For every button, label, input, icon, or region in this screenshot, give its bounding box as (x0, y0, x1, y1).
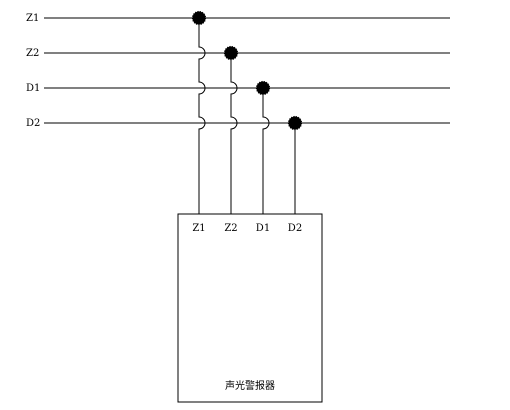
bus-label-z1: Z1 (26, 13, 39, 24)
junction-dot-z1 (191, 10, 207, 26)
junction-dot-z2 (223, 45, 239, 61)
bus-label-z2: Z2 (26, 48, 39, 59)
drop-wire-z1 (198, 18, 206, 214)
alarm-device-box (177, 213, 323, 403)
junction-dot-d1 (255, 80, 271, 96)
drop-wire-d1 (262, 88, 270, 214)
terminal-label-d1: D1 (256, 223, 270, 234)
junction-dot-d2 (287, 115, 303, 131)
terminal-label-z1: Z1 (192, 223, 205, 234)
drop-wire-z2 (230, 53, 238, 214)
terminal-label-z2: Z2 (224, 223, 237, 234)
terminal-label-d2: D2 (288, 223, 302, 234)
bus-label-d1: D1 (26, 83, 40, 94)
alarm-device-label: 声光警报器 (225, 379, 275, 392)
bus-label-d2: D2 (26, 118, 40, 129)
